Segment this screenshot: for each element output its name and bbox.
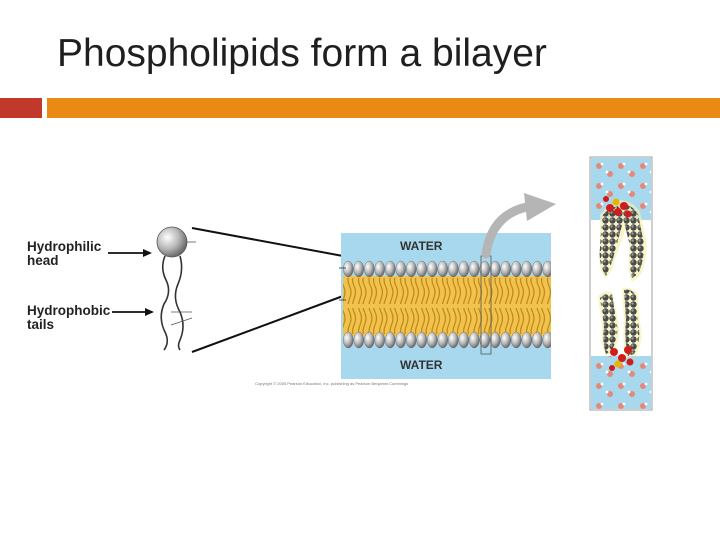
single-phospholipid xyxy=(156,226,196,351)
accent-bar-orange xyxy=(47,98,720,118)
head-group-top xyxy=(603,196,632,218)
projection-lines xyxy=(191,227,344,353)
label-hydrophilic-line1: Hydrophilic xyxy=(27,239,102,254)
head-group-bottom xyxy=(609,346,634,371)
copyright-credit: Copyright © 2005 Pearson Education, Inc.… xyxy=(255,381,409,386)
phospholipid-head-icon xyxy=(156,226,188,258)
label-arrows xyxy=(108,249,154,316)
head-row-bottom xyxy=(343,330,551,350)
tail-chain-upper-right xyxy=(620,204,644,278)
label-hydrophilic-line2: head xyxy=(27,253,59,268)
phospholipid-tail-icon xyxy=(174,255,184,351)
tail-chain-lower-left xyxy=(600,293,618,354)
tail-chain-upper-left xyxy=(599,206,624,276)
label-hydrophobic-tails: Hydrophobic tails xyxy=(27,304,110,332)
zoom-arrow-icon xyxy=(481,193,556,259)
tail-chain-lower-right xyxy=(624,289,640,356)
slide-title: Phospholipids form a bilayer xyxy=(57,32,547,75)
label-hydrophobic-line1: Hydrophobic xyxy=(27,303,111,318)
molecular-model xyxy=(589,156,653,411)
water-label-top: WATER xyxy=(400,239,443,253)
label-hydrophobic-line2: tails xyxy=(27,317,55,332)
phospholipid-tail-icon xyxy=(160,255,170,351)
water-label-bottom: WATER xyxy=(400,358,443,372)
label-hydrophilic-head: Hydrophilic head xyxy=(27,240,101,268)
head-row-top xyxy=(343,259,551,279)
bilayer-panel xyxy=(339,233,551,379)
accent-bar-red xyxy=(0,98,42,118)
